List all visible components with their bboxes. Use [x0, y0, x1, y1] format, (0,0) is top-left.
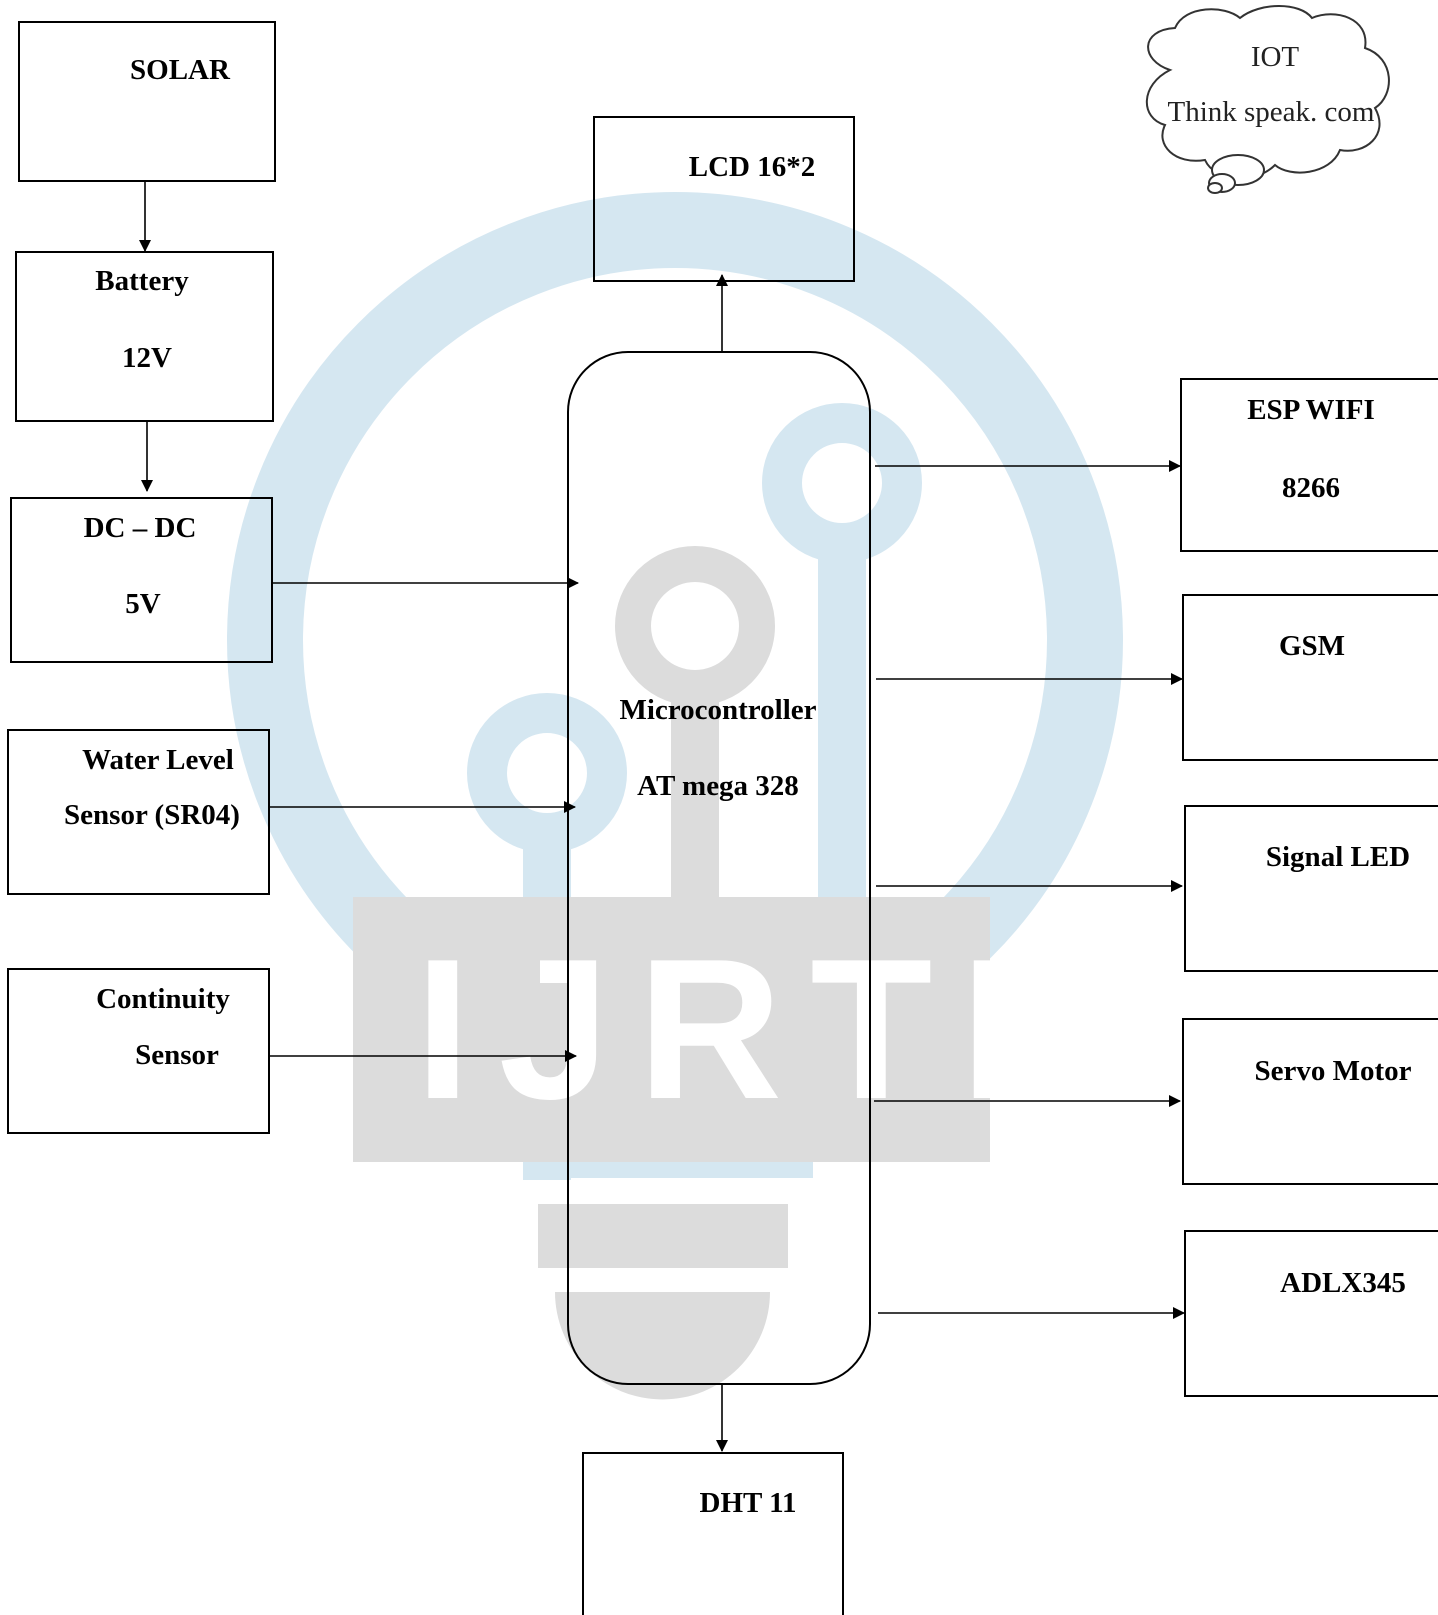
- water-level-label: Water Level: [82, 744, 234, 776]
- battery-voltage: 12V: [122, 342, 172, 374]
- dcdc-voltage: 5V: [125, 588, 161, 620]
- dht-label: DHT 11: [700, 1487, 797, 1519]
- continuity-block: Continuity Sensor: [8, 969, 269, 1133]
- solar-label: SOLAR: [130, 54, 231, 86]
- dht-block: DHT 11: [583, 1453, 843, 1615]
- dcdc-label: DC – DC: [84, 512, 197, 544]
- cloud-thingspeak-label: Think speak. com: [1168, 96, 1375, 128]
- watermark-text: IJRTI: [415, 918, 1044, 1141]
- signal-led-block: Signal LED: [1185, 806, 1438, 971]
- adlx-label: ADLX345: [1280, 1267, 1406, 1299]
- adlx-block: ADLX345: [1185, 1231, 1438, 1396]
- battery-label: Battery: [95, 265, 189, 297]
- watermark-logo: IJRTI: [265, 230, 1085, 1400]
- servo-block: Servo Motor: [1183, 1019, 1438, 1184]
- esp-model: 8266: [1282, 472, 1340, 504]
- mcu-label: Microcontroller: [619, 694, 816, 726]
- continuity-label: Continuity: [96, 983, 230, 1015]
- gsm-label: GSM: [1279, 630, 1345, 662]
- signal-led-label: Signal LED: [1266, 841, 1410, 873]
- iot-cloud: IOT Think speak. com: [1147, 6, 1389, 193]
- lcd-label: LCD 16*2: [689, 151, 815, 183]
- mcu-model: AT mega 328: [637, 770, 799, 802]
- water-level-block: Water Level Sensor (SR04): [8, 730, 269, 894]
- esp-label: ESP WIFI: [1247, 394, 1375, 426]
- gsm-block: GSM: [1183, 595, 1438, 760]
- servo-label: Servo Motor: [1254, 1055, 1411, 1087]
- water-level-sensor: Sensor (SR04): [64, 799, 240, 831]
- solar-block: SOLAR: [19, 22, 275, 181]
- battery-block: Battery 12V: [16, 252, 273, 421]
- esp-block: ESP WIFI 8266: [1181, 379, 1438, 551]
- continuity-sensor: Sensor: [135, 1039, 219, 1071]
- cloud-iot-label: IOT: [1251, 41, 1300, 73]
